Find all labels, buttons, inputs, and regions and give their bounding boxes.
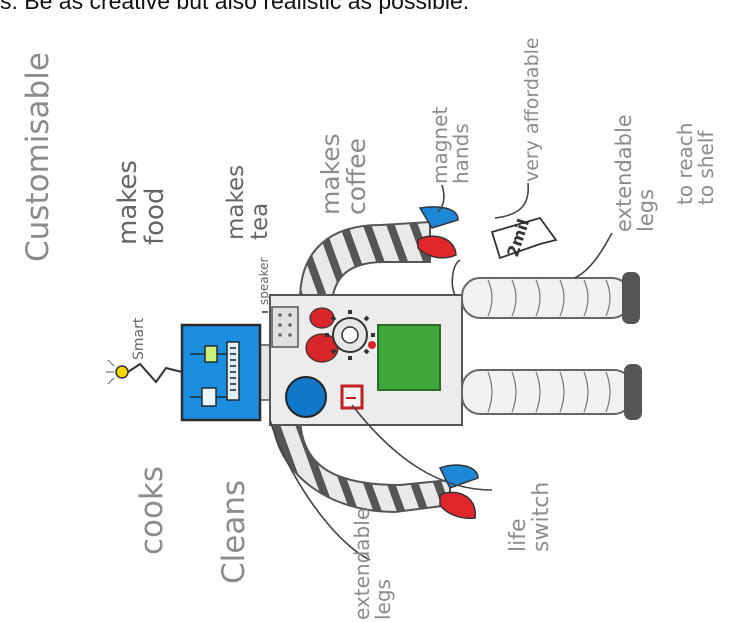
label-to-reach-shelf: to reach to shelf: [675, 123, 717, 205]
speaker: [272, 307, 298, 347]
label-makes-food: makes food: [115, 160, 170, 245]
label-smart: Smart: [132, 318, 147, 360]
extendable-legs-right-line-1: extendable: [613, 114, 635, 232]
label-life-switch: life switch: [507, 482, 553, 552]
blue-button: [286, 377, 326, 417]
label-cooks: cooks: [136, 466, 169, 555]
label-customisable: Customisable: [22, 52, 55, 262]
red-dot: [368, 341, 376, 349]
makes-coffee-line-2: coffee: [344, 133, 370, 215]
life-switch-line-1: life: [507, 482, 530, 552]
label-extendable-legs-bottom: extendable legs: [352, 508, 394, 620]
green-panel: [378, 325, 440, 390]
makes-tea-line-2: tea: [248, 165, 272, 240]
label-cleans: Cleans: [218, 480, 251, 584]
makes-tea-line-1: makes: [224, 165, 248, 240]
leg-upper: [462, 278, 630, 318]
extendable-legs-right-line-2: legs: [635, 114, 657, 232]
lower-arm: [272, 415, 450, 512]
label-very-affordable: very affordable: [523, 37, 543, 182]
foot-lower: [624, 364, 642, 420]
foot-upper: [622, 272, 640, 324]
red-cup-top: [310, 308, 334, 328]
antenna-bulb: [116, 366, 128, 378]
antenna-rays: [106, 360, 114, 384]
extendable-legs-bottom-line-2: legs: [373, 508, 394, 620]
extendable-legs-bottom-line-1: extendable: [352, 508, 373, 620]
makes-coffee-line-1: makes: [318, 133, 344, 215]
label-magnet-hands: magnet hands: [430, 107, 472, 184]
label-speaker: speaker: [258, 258, 271, 305]
to-reach-shelf-line-1: to reach: [675, 123, 696, 205]
to-reach-shelf-line-2: to shelf: [696, 123, 717, 205]
makes-food-line-1: makes: [115, 160, 142, 245]
upper-arm: [300, 222, 430, 300]
label-makes-tea: makes tea: [224, 165, 272, 240]
label-extendable-legs-right: extendable legs: [613, 114, 657, 232]
life-switch-line-2: switch: [530, 482, 553, 552]
leg-lower: [462, 370, 632, 414]
label-makes-coffee: makes coffee: [318, 133, 371, 215]
magnet-hands-line-1: magnet: [430, 107, 451, 184]
lower-hand-red: [440, 492, 475, 518]
head: [182, 325, 260, 420]
gear-hub: [342, 327, 358, 343]
magnet-hands-line-2: hands: [451, 107, 472, 184]
makes-food-line-2: food: [142, 160, 169, 245]
antenna: [128, 364, 182, 382]
